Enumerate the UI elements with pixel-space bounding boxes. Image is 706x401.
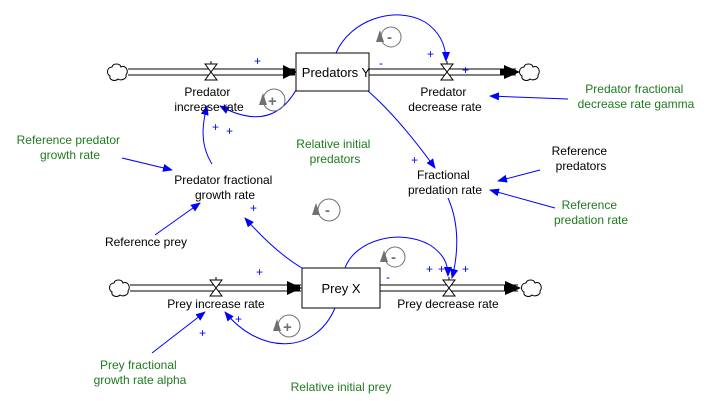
- cloud-icon: [519, 63, 540, 81]
- svg-text:+: +: [283, 319, 292, 336]
- polarity-plus: +: [426, 262, 433, 276]
- const-prey-fractional-growth-label[interactable]: Prey fractional growth rate alpha: [94, 358, 187, 387]
- cloud-icon: [109, 279, 130, 297]
- loop-negative-main: -: [312, 198, 341, 222]
- aux-reference-predators-label[interactable]: Reference predators: [552, 144, 611, 173]
- loop-arrow-icon: [380, 250, 388, 262]
- link-fractional-predation-to-prey-decrease: [447, 197, 459, 279]
- polarity-plus: +: [427, 47, 434, 61]
- link-predators-to-increase: [219, 89, 297, 118]
- link-alpha-to-prey-increase: [151, 311, 206, 354]
- valve-icon[interactable]: [204, 61, 218, 81]
- polarity-plus: +: [212, 120, 219, 134]
- svg-text:-: -: [325, 202, 330, 219]
- stock-predators[interactable]: Predators Y: [295, 52, 371, 92]
- valve-icon[interactable]: [440, 61, 454, 81]
- loop-arrow-icon: [376, 30, 384, 42]
- valve-icon[interactable]: [209, 277, 223, 297]
- loop-positive-prey-increase: +: [273, 314, 301, 338]
- svg-text:+: +: [268, 93, 277, 110]
- svg-text:-: -: [391, 249, 396, 266]
- aux-reference-prey-label[interactable]: Reference prey: [105, 235, 187, 249]
- link-predator-fractional-growth-to-increase: [200, 105, 213, 165]
- polarity-plus: +: [411, 153, 418, 167]
- const-reference-predator-growth-label[interactable]: Reference predator growth rate: [17, 133, 124, 162]
- link-predators-to-decrease: [335, 14, 450, 62]
- aux-fractional-predation-label[interactable]: Fractional predation rate: [408, 168, 482, 197]
- predator-outflow-pipe: [369, 65, 520, 79]
- link-prey-to-prey-decrease: [344, 236, 452, 277]
- const-predator-fractional-decrease-label[interactable]: Predator fractional decrease rate gamma: [578, 82, 695, 111]
- link-gamma-to-decrease: [489, 92, 569, 101]
- const-relative-initial-prey-label[interactable]: Relative initial prey: [291, 380, 392, 394]
- const-reference-predation-rate-label[interactable]: Reference predation rate: [554, 198, 628, 227]
- loop-arrow-icon: [259, 93, 267, 105]
- aux-predator-fractional-growth-label[interactable]: Predator fractional growth rate: [174, 173, 275, 202]
- flow-predator-decrease-label[interactable]: Predator decrease rate: [408, 85, 482, 114]
- polarity-plus: +: [462, 262, 469, 276]
- polarity-plus: +: [254, 54, 261, 68]
- loop-negative-predator-decrease: -: [376, 26, 402, 48]
- link-prey-to-prey-increase: [224, 307, 336, 345]
- link-reference-predators: [497, 169, 541, 183]
- link-predators-to-fractional-predation: [367, 90, 436, 169]
- flow-predator-increase-label[interactable]: Predator increase rate: [174, 85, 244, 114]
- flow-prey-decrease-label[interactable]: Prey decrease rate: [397, 297, 499, 311]
- polarity-plus: +: [235, 312, 242, 326]
- const-relative-initial-predators-label[interactable]: Relative initial predators: [296, 137, 373, 166]
- loop-arrow-icon: [312, 203, 320, 215]
- link-reference-prey: [154, 202, 201, 236]
- loop-positive-predator-increase: +: [259, 88, 286, 112]
- link-prey-to-predator-fractional-growth: [244, 217, 303, 269]
- link-reference-predation-rate: [489, 188, 556, 209]
- polarity-plus: +: [226, 124, 233, 138]
- loop-arrow-icon: [273, 319, 281, 331]
- polarity-minus: -: [386, 270, 390, 284]
- stock-prey-label: Prey X: [321, 281, 360, 296]
- polarity-plus: +: [438, 262, 445, 276]
- svg-text:-: -: [387, 29, 392, 46]
- stock-predators-label: Predators Y: [302, 65, 371, 80]
- flow-prey-increase-label[interactable]: Prey increase rate: [167, 297, 265, 311]
- polarity-plus: +: [199, 326, 206, 340]
- valve-icon[interactable]: [442, 277, 456, 297]
- polarity-minus: -: [379, 56, 383, 70]
- stock-prey[interactable]: Prey X: [301, 267, 381, 309]
- loop-negative-prey-decrease: -: [380, 246, 406, 268]
- cloud-icon: [107, 63, 128, 81]
- cloud-icon: [521, 279, 542, 297]
- polarity-plus: +: [250, 201, 257, 215]
- polarity-plus: +: [462, 63, 469, 77]
- polarity-plus: +: [256, 265, 263, 279]
- link-reference-predator-growth: [121, 157, 173, 172]
